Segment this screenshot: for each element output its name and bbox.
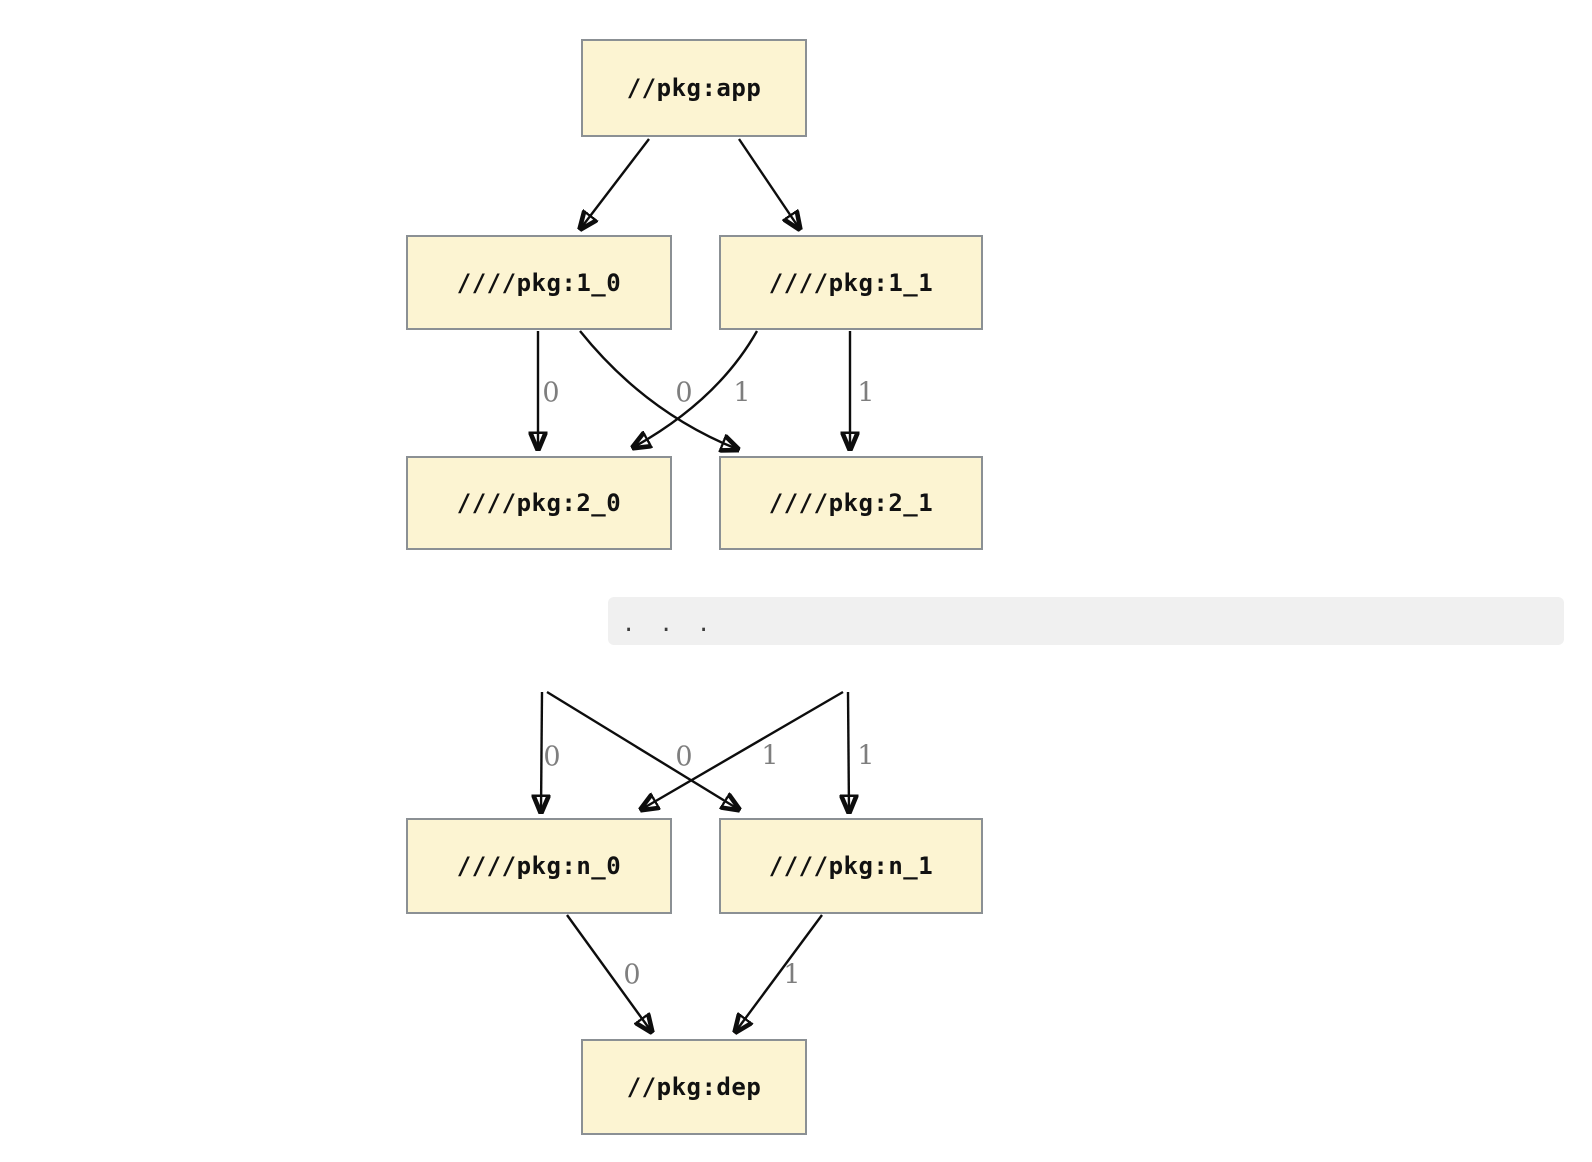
node-n_0: ////pkg:n_0 (406, 818, 672, 914)
edge-1_0-to-2_1 (579, 330, 737, 449)
edge-app-to-1_1 (738, 138, 799, 228)
node-1_1: ////pkg:1_1 (719, 235, 983, 330)
node-n_1: ////pkg:n_1 (719, 818, 983, 914)
edge-label-1_1-to-2_0: 1 (733, 377, 751, 409)
edge-label-1_0-to-2_1: 0 (675, 377, 693, 409)
edge-label-1_1-to-2_1: 1 (857, 377, 875, 409)
edge-hidden_1-to-n_0 (642, 690, 844, 809)
node-2_1: ////pkg:2_1 (719, 456, 983, 550)
edge-hidden_0-to-n_0 (541, 691, 542, 811)
node-1_0: ////pkg:1_0 (406, 235, 672, 330)
edge-label-hidden_1-to-n_1: 1 (857, 740, 875, 772)
edge-label-hidden_0-to-n_0: 0 (543, 741, 561, 773)
edge-label-hidden_1-to-n_0: 1 (761, 740, 779, 772)
edge-label-n_0-to-dep: 0 (623, 959, 641, 991)
node-app: //pkg:app (581, 39, 807, 137)
ellipsis-text: . . . (622, 611, 711, 637)
edge-label-n_1-to-dep: 1 (783, 959, 801, 991)
edge-hidden_1-to-n_1 (848, 691, 849, 811)
edge-hidden_0-to-n_1 (546, 690, 738, 809)
edge-n_0-to-dep (566, 914, 651, 1031)
edge-label-hidden_0-to-n_1: 0 (675, 741, 693, 773)
edge-n_1-to-dep (736, 914, 823, 1031)
edge-app-to-1_0 (581, 138, 650, 228)
ellipsis-band: . . . (608, 597, 1564, 645)
node-2_0: ////pkg:2_0 (406, 456, 672, 550)
edge-label-1_0-to-2_0: 0 (542, 377, 560, 409)
edge-1_1-to-2_0 (634, 330, 759, 447)
node-dep: //pkg:dep (581, 1039, 807, 1135)
